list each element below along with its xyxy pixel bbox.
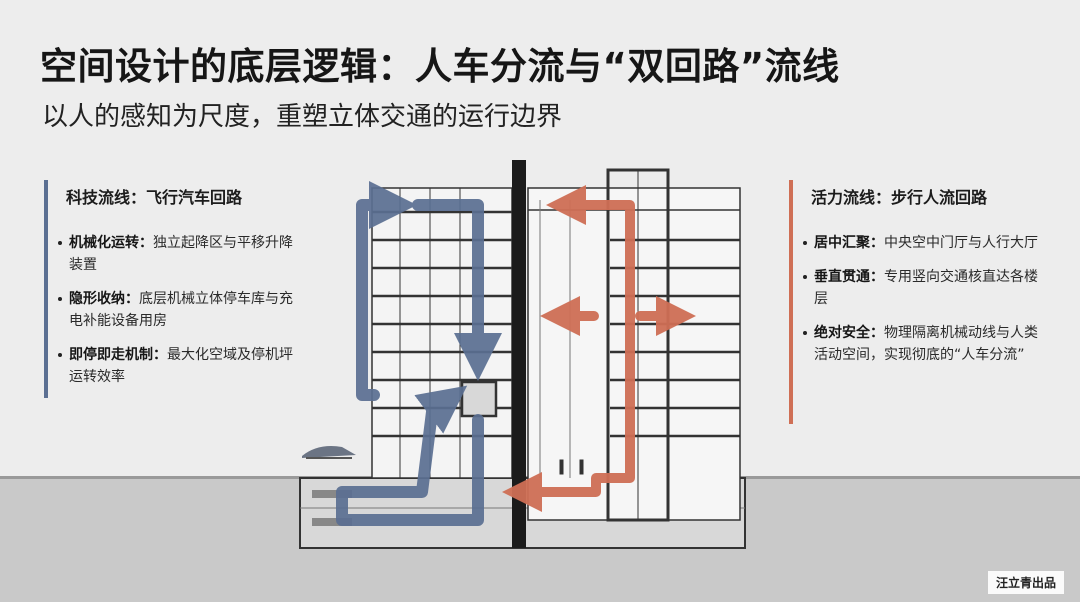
- list-item: 隐形收纳：底层机械立体停车库与充电补能设备用房: [58, 288, 294, 332]
- item-label: 垂直贯通：: [814, 269, 884, 285]
- item-label: 居中汇聚：: [814, 235, 884, 251]
- left-building-section: [371, 187, 513, 479]
- list-item: 机械化运转：独立起降区与平移升降装置: [58, 232, 294, 276]
- list-item: 垂直贯通：专用竖向交通核直达各楼层: [803, 266, 1039, 310]
- item-label: 即停即走机制：: [69, 347, 167, 363]
- pedestrian-flow-list: 居中汇聚：中央空中门厅与人行大厅 垂直贯通：专用竖向交通核直达各楼层 绝对安全：…: [803, 232, 1039, 378]
- tech-flow-title: 科技流线：飞行汽车回路: [66, 188, 243, 207]
- item-text: 专用竖向交通核直达各楼层: [814, 269, 1038, 307]
- list-item: 居中汇聚：中央空中门厅与人行大厅: [803, 232, 1039, 254]
- item-text: 独立起降区与平移升降装置: [69, 235, 293, 273]
- credit-label: 汪立青出品: [987, 571, 1064, 594]
- person-figure-icon: [559, 459, 564, 475]
- pedestrian-flow-panel: 活力流线：步行人流回路 居中汇聚：中央空中门厅与人行大厅 垂直贯通：专用竖向交通…: [789, 180, 1039, 424]
- item-text: 最大化空域及停机坪运转效率: [69, 347, 293, 385]
- parked-car-icon: [312, 518, 352, 526]
- tech-flow-list: 机械化运转：独立起降区与平移升降装置 隐形收纳：底层机械立体停车库与充电补能设备…: [58, 232, 294, 400]
- person-figure-icon: [579, 459, 584, 475]
- page-subtitle: 以人的感知为尺度，重塑立体交通的运行边界: [42, 102, 563, 132]
- pedestrian-accent-bar: [789, 180, 793, 424]
- item-label: 机械化运转：: [69, 235, 153, 251]
- list-item: 即停即走机制：最大化空域及停机坪运转效率: [58, 344, 294, 388]
- page-title: 空间设计的底层逻辑：人车分流与“双回路”流线: [40, 45, 840, 88]
- pedestrian-flow-loop: [502, 185, 696, 512]
- pedestrian-flow-title: 活力流线：步行人流回路: [811, 188, 988, 207]
- item-label: 绝对安全：: [814, 325, 884, 341]
- item-text: 物理隔离机械动线与人类活动空间，实现彻底的“人车分流”: [814, 325, 1038, 363]
- list-item: 绝对安全：物理隔离机械动线与人类活动空间，实现彻底的“人车分流”: [803, 322, 1039, 366]
- separation-wall: [512, 160, 526, 548]
- parked-car-icon: [312, 490, 352, 498]
- flying-car-icon: [302, 446, 356, 459]
- tech-flow-panel: 科技流线：飞行汽车回路 机械化运转：独立起降区与平移升降装置 隐形收纳：底层机械…: [44, 180, 294, 398]
- item-text: 底层机械立体停车库与充电补能设备用房: [69, 291, 293, 329]
- vehicle-flow-loop: [336, 181, 502, 526]
- tech-accent-bar: [44, 180, 48, 398]
- vehicle-lift-platform: [460, 380, 498, 418]
- item-text: 中央空中门厅与人行大厅: [884, 235, 1038, 251]
- item-label: 隐形收纳：: [69, 291, 139, 307]
